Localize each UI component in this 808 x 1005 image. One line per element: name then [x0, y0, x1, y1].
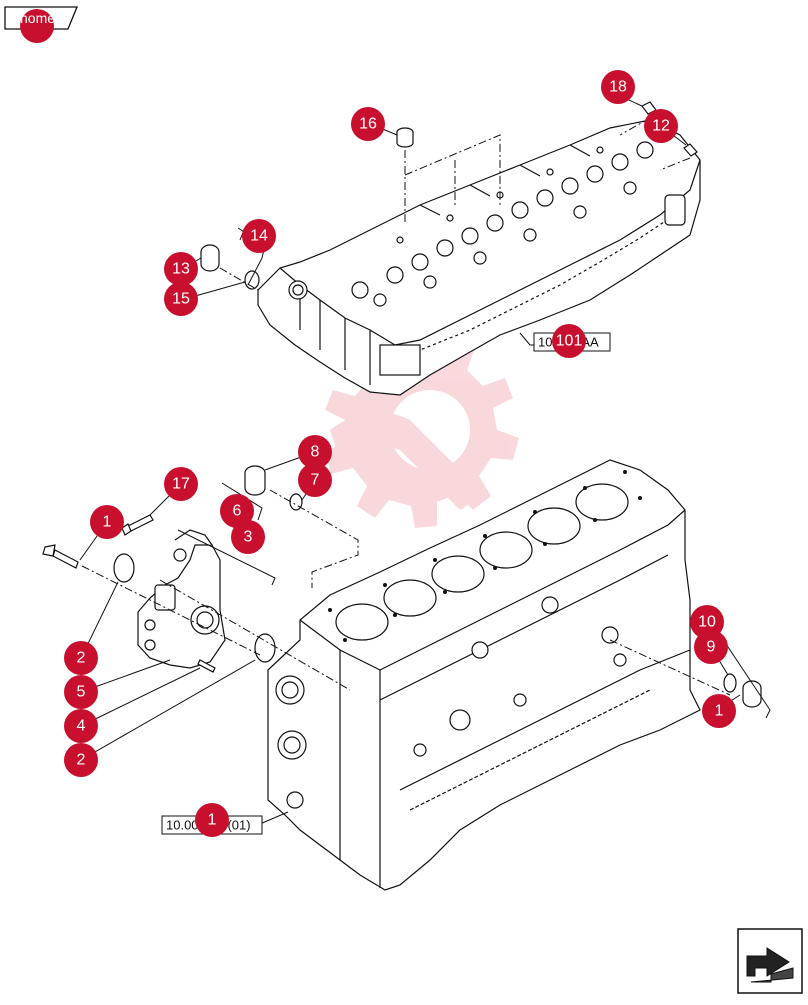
callout-number: 8 — [311, 444, 320, 461]
home-label: home — [20, 10, 56, 26]
callout-number: 14 — [250, 228, 268, 245]
callout-circle — [242, 219, 276, 253]
callout-number: 17 — [172, 476, 190, 493]
home-tab[interactable]: home — [4, 6, 78, 43]
callout-16[interactable]: 16 — [351, 107, 385, 141]
callout-circle — [351, 107, 385, 141]
callout-2[interactable]: 2 — [64, 641, 98, 675]
callout-7[interactable]: 7 — [298, 463, 332, 497]
callout-circle — [90, 505, 124, 539]
callout-number: 16 — [359, 116, 377, 133]
callout-number: 9 — [707, 639, 716, 656]
callout-circle — [231, 520, 265, 554]
block-guide-lines — [81, 489, 731, 696]
callout-17[interactable]: 17 — [164, 467, 198, 501]
callout-circle — [64, 709, 98, 743]
callout-number: 101 — [556, 333, 583, 350]
callout-number: 15 — [172, 291, 190, 308]
callout-3[interactable]: 3 — [231, 520, 265, 554]
home-dot — [20, 9, 54, 43]
callout-circle — [195, 803, 229, 837]
callout-circle — [601, 70, 635, 104]
callout-1[interactable]: 1 — [702, 694, 736, 728]
next-page-button[interactable] — [737, 928, 803, 994]
callout-number: 2 — [77, 752, 86, 769]
callout-circle — [64, 675, 98, 709]
callout-number: 7 — [311, 472, 320, 489]
callout-number: 4 — [77, 718, 86, 735]
callout-circle — [164, 467, 198, 501]
callout-number: 2 — [77, 650, 86, 667]
callout-circle — [164, 282, 198, 316]
callout-2[interactable]: 2 — [64, 743, 98, 777]
callout-number: 13 — [172, 261, 190, 278]
callout-1[interactable]: 1 — [195, 803, 229, 837]
callout-101[interactable]: 101 — [552, 324, 586, 358]
callout-14[interactable]: 14 — [242, 219, 276, 253]
callout-circle — [694, 630, 728, 664]
callout-15[interactable]: 15 — [164, 282, 198, 316]
callout-number: 1 — [208, 812, 217, 829]
callout-number: 6 — [233, 503, 242, 520]
callout-13[interactable]: 13 — [164, 252, 198, 286]
callout-number: 3 — [244, 529, 253, 546]
callout-5[interactable]: 5 — [64, 675, 98, 709]
callout-circle — [298, 435, 332, 469]
callout-number: 18 — [609, 79, 627, 96]
callout-9[interactable]: 9 — [694, 630, 728, 664]
callout-number: 1 — [103, 514, 112, 531]
callout-number: 12 — [652, 118, 670, 135]
callout-1[interactable]: 1 — [90, 505, 124, 539]
head-small-parts — [200, 101, 698, 290]
callout-10[interactable]: 10 — [690, 605, 724, 639]
callout-6[interactable]: 6 — [220, 494, 254, 528]
callout-18[interactable]: 18 — [601, 70, 635, 104]
callout-circle — [64, 743, 98, 777]
pump-housing — [137, 529, 226, 669]
callout-number: 10 — [698, 614, 716, 631]
callout-circle — [220, 494, 254, 528]
engine-block — [267, 459, 701, 891]
callout-circle — [298, 463, 332, 497]
next-page-arrow-icon — [737, 928, 803, 994]
callout-circle — [552, 324, 586, 358]
callout-circle — [644, 109, 678, 143]
callout-circle — [64, 641, 98, 675]
cylinder-head — [257, 119, 701, 396]
left-small-parts — [42, 465, 762, 708]
callout-12[interactable]: 12 — [644, 109, 678, 143]
callout-circle — [690, 605, 724, 639]
callout-circle — [164, 252, 198, 286]
callout-number: 5 — [77, 684, 86, 701]
callout-4[interactable]: 4 — [64, 709, 98, 743]
callout-number: 1 — [715, 703, 724, 720]
callout-circle — [702, 694, 736, 728]
callout-8[interactable]: 8 — [298, 435, 332, 469]
